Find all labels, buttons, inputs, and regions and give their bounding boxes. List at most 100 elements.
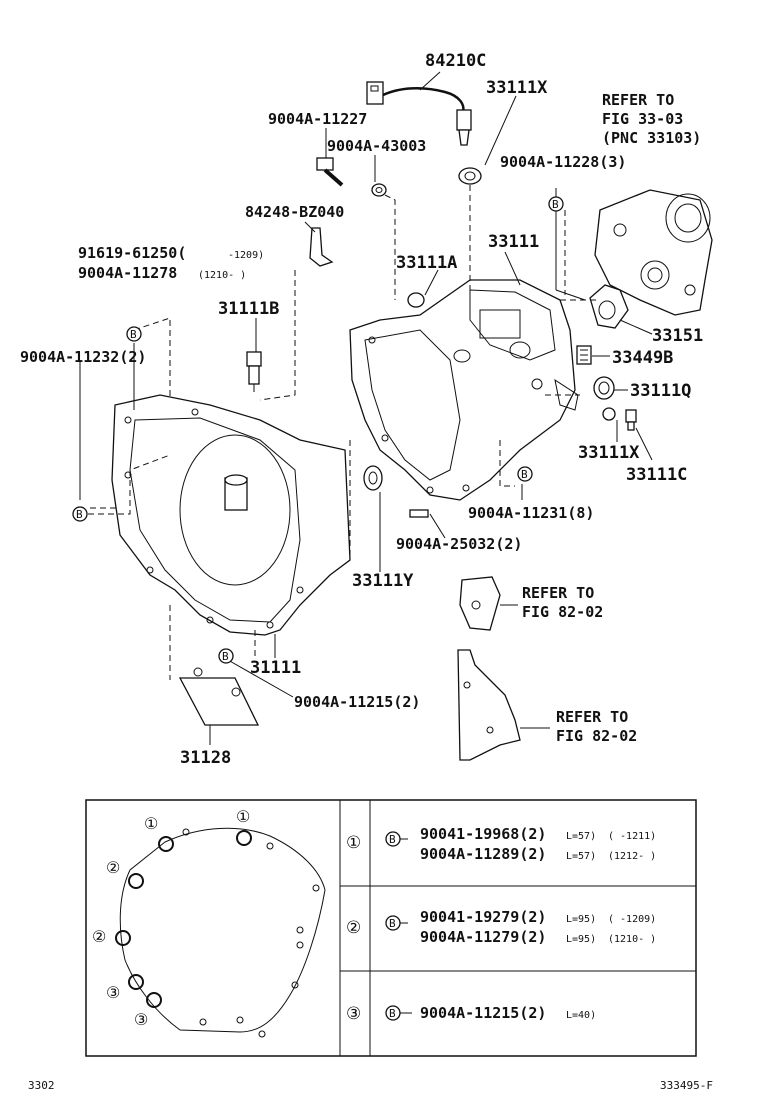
footer-right: 333495-F (660, 1079, 713, 1092)
b-markers: B B B B B (72, 196, 564, 664)
svg-text:B: B (521, 468, 528, 481)
svg-text:90041-19279(2): 90041-19279(2) (420, 908, 546, 926)
label-33111X-right: 33111X (578, 443, 640, 463)
svg-text:L=95): L=95) (566, 934, 596, 945)
bracket-mid (459, 576, 501, 631)
table-row-2-num: ② (346, 918, 361, 938)
svg-text:L=57): L=57) (566, 831, 596, 842)
svg-text:(1212- ): (1212- ) (608, 851, 656, 862)
svg-text:L=40): L=40) (566, 1010, 596, 1021)
label-33111Q: 33111Q (630, 381, 691, 401)
label-33111X-top: 33111X (486, 78, 548, 98)
transmission-case-33111 (349, 279, 579, 501)
plug-33111A (407, 292, 425, 308)
circle-mark-2b: ② (92, 927, 106, 946)
bracket-84248-BZ040 (309, 227, 334, 267)
label-33111C: 33111C (626, 465, 687, 485)
svg-text:9004A-11279(2): 9004A-11279(2) (420, 928, 546, 946)
circle-mark-3a: ③ (106, 983, 120, 1002)
table-row: B 9004A-11215(2) L=40) (385, 1004, 596, 1022)
b-marker: B (548, 196, 564, 212)
label-91619-61250: 91619-61250( (78, 244, 186, 262)
label-33111Y: 33111Y (352, 571, 414, 591)
b-marker: B (126, 326, 142, 342)
table-row-1-num: ① (346, 833, 361, 853)
label-9004A-43003: 9004A-43003 (327, 137, 426, 155)
label-84248-BZ040: 84248-BZ040 (245, 203, 344, 221)
label-refer-top-3: (PNC 33103) (602, 129, 701, 147)
table-row: 9004A-11279(2) L=95) (1210- ) (420, 928, 656, 946)
gasket-33151 (589, 284, 629, 329)
circle-mark-1b: ① (236, 807, 250, 826)
table-row-3-num: ③ (346, 1004, 361, 1024)
circle-mark-1a: ① (144, 814, 158, 833)
seal-33111X-top (458, 167, 482, 185)
footer-left: 3302 (28, 1079, 55, 1092)
clutch-housing-31111 (111, 394, 351, 636)
label-9004A-25032: 9004A-25032(2) (396, 535, 522, 553)
part-33449B (576, 345, 592, 365)
circle-mark-3b: ③ (134, 1010, 148, 1029)
label-91619-range: -1209) (228, 250, 264, 261)
washer-33111X-right (602, 407, 616, 421)
svg-text:B: B (222, 650, 229, 663)
sensor-84210C (366, 81, 472, 146)
bolt-table: ① ① ② ② ③ ③ ① B 90041-19968(2) L=57) ( -… (85, 799, 697, 1057)
leader-lines (79, 71, 653, 745)
table-row: B 90041-19968(2) L=57) ( -1211) (385, 825, 656, 847)
label-9004A-11215: 9004A-11215(2) (294, 693, 420, 711)
svg-text:L=95): L=95) (566, 914, 596, 925)
label-84210C: 84210C (425, 51, 486, 71)
svg-text:90041-19968(2): 90041-19968(2) (420, 825, 546, 843)
svg-text:B: B (76, 508, 83, 521)
switch-31111B (246, 351, 262, 392)
label-9004A-11232: 9004A-11232(2) (20, 348, 146, 366)
svg-text:( -1209): ( -1209) (608, 914, 656, 925)
seal-33111Y (363, 465, 383, 491)
label-refer-bot-1: REFER TO (556, 708, 628, 726)
plug-33111C (625, 409, 637, 431)
housing-outline (115, 827, 326, 1038)
svg-text:B: B (389, 1007, 396, 1020)
label-33151: 33151 (652, 326, 703, 346)
extension-housing (594, 189, 713, 316)
label-33111A: 33111A (396, 253, 457, 273)
label-refer-bot-2: FIG 82-02 (556, 727, 637, 745)
plate-31128 (178, 667, 260, 726)
label-33449B: 33449B (612, 348, 673, 368)
bolt-9004A-11227 (316, 148, 344, 187)
svg-text:B: B (389, 917, 396, 930)
label-9004A-11278-range: (1210- ) (198, 270, 246, 281)
b-marker: B (218, 648, 234, 664)
bracket-bottom (457, 649, 521, 761)
svg-text:9004A-11215(2): 9004A-11215(2) (420, 1004, 546, 1022)
seal-33111Q (593, 376, 615, 400)
label-9004A-11231: 9004A-11231(8) (468, 504, 594, 522)
label-refer-mid-1: REFER TO (522, 584, 594, 602)
label-9004A-11228: 9004A-11228(3) (500, 153, 626, 171)
label-31128: 31128 (180, 748, 231, 768)
label-9004A-11278: 9004A-11278 (78, 264, 177, 282)
label-31111B: 31111B (218, 299, 279, 319)
circle-mark-2a: ② (106, 858, 120, 877)
svg-text:B: B (552, 198, 559, 211)
svg-text:B: B (130, 328, 137, 341)
callout-labels: 84210C 33111X 9004A-11227 9004A-43003 RE… (20, 51, 703, 768)
svg-text:9004A-11289(2): 9004A-11289(2) (420, 845, 546, 863)
label-33111-top: 33111 (488, 232, 539, 252)
svg-text:( -1211): ( -1211) (608, 831, 656, 842)
washer-9004A-43003 (371, 183, 387, 197)
label-9004A-11227: 9004A-11227 (268, 110, 367, 128)
svg-text:B: B (389, 833, 396, 846)
label-refer-mid-2: FIG 82-02 (522, 603, 603, 621)
b-marker: B (72, 506, 88, 522)
label-refer-top-1: REFER TO (602, 91, 674, 109)
pin-9004A-25032 (409, 509, 429, 518)
b-marker: B (517, 466, 533, 482)
svg-text:L=57): L=57) (566, 851, 596, 862)
table-row: B 90041-19279(2) L=95) ( -1209) (385, 908, 656, 931)
label-refer-top-2: FIG 33-03 (602, 110, 683, 128)
label-31111: 31111 (250, 658, 301, 678)
svg-text:(1210- ): (1210- ) (608, 934, 656, 945)
